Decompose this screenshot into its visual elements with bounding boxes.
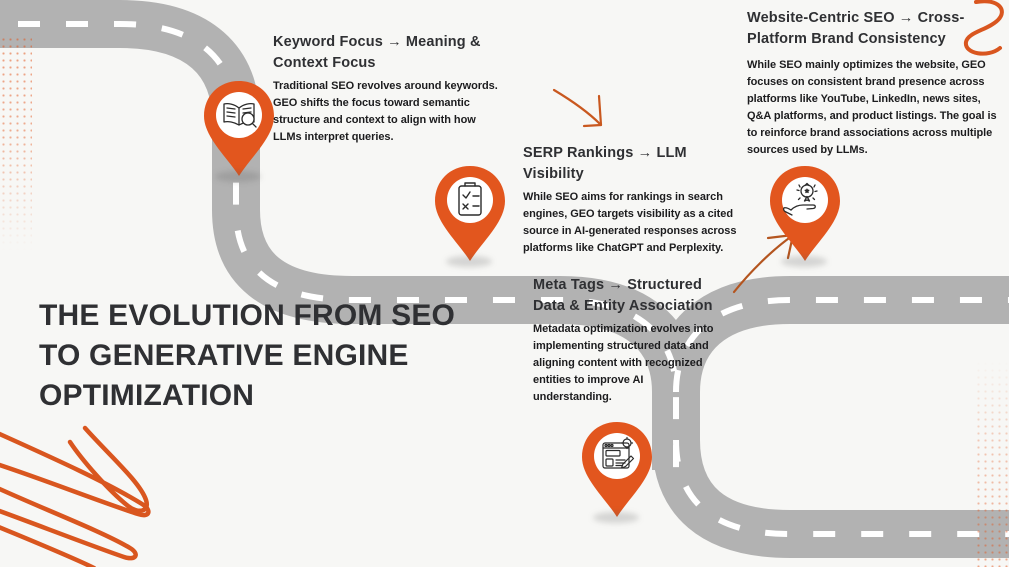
pin-shadow bbox=[781, 256, 827, 267]
page-title: THE EVOLUTION FROM SEO TO GENERATIVE ENG… bbox=[39, 299, 456, 412]
dot-grid-left-decoration bbox=[0, 36, 32, 251]
map-pin-serp-rankings[interactable] bbox=[432, 164, 508, 267]
step-title: Meta Tags → Structured Data & Entity Ass… bbox=[533, 277, 713, 315]
map-pin-meta-tags[interactable] bbox=[579, 420, 655, 523]
step-body: While SEO aims for rankings in search en… bbox=[523, 191, 737, 255]
step-body: Metadata optimization evolves into imple… bbox=[533, 323, 714, 404]
step-body: Traditional SEO revolves around keywords… bbox=[273, 80, 498, 144]
step-body: While SEO mainly optimizes the website, … bbox=[747, 59, 997, 157]
open-book-magnifier-icon bbox=[223, 102, 257, 128]
step-block-serp-rankings: SERP Rankings → LLM Visibility While SEO… bbox=[523, 143, 745, 257]
step-title: Keyword Focus → Meaning & Context Focus bbox=[273, 34, 481, 72]
step-block-meta-tags: Meta Tags → Structured Data & Entity Ass… bbox=[533, 275, 719, 406]
pin-shadow bbox=[215, 171, 261, 182]
map-pin-website-centric-seo[interactable] bbox=[767, 164, 843, 267]
step-block-keyword-focus: Keyword Focus → Meaning & Context Focus … bbox=[273, 32, 505, 146]
step-title: Website-Centric SEO → Cross-Platform Bra… bbox=[747, 10, 965, 48]
blog-page-settings-icon bbox=[602, 436, 635, 469]
step-block-website-centric-seo: Website-Centric SEO → Cross-Platform Bra… bbox=[747, 8, 1001, 159]
map-pin-keyword-focus[interactable] bbox=[201, 79, 277, 182]
dot-grid-right-decoration bbox=[975, 360, 1009, 567]
pin-shadow bbox=[446, 256, 492, 267]
clipboard-checklist-icon bbox=[458, 182, 482, 216]
orange-scribble-decoration bbox=[0, 425, 151, 567]
curved-arrow-down-right-decoration bbox=[552, 88, 603, 128]
hand-award-badge-icon bbox=[782, 182, 818, 216]
pin-shadow bbox=[593, 512, 639, 523]
step-title: SERP Rankings → LLM Visibility bbox=[523, 145, 687, 183]
